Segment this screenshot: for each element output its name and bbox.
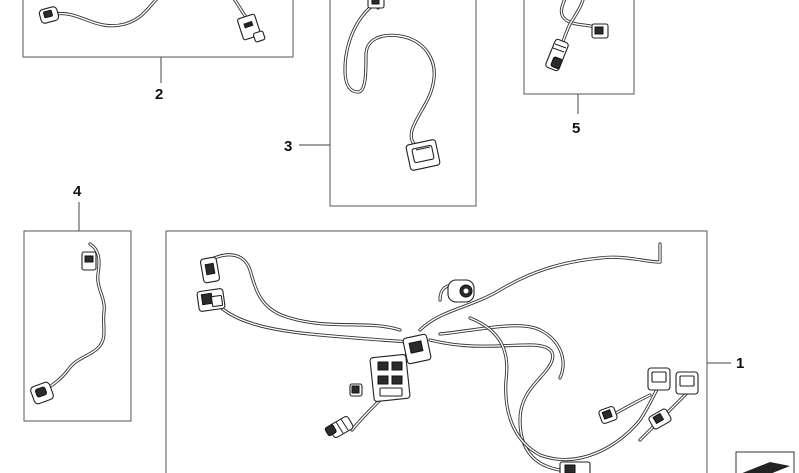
callout-1: 1 [736,355,744,372]
part-3-frame [329,0,477,207]
part-1-connector-right-4 [648,408,672,430]
part-1-connector-top-left [199,256,221,284]
callout-2: 2 [155,86,163,103]
part-2-wire [53,0,250,28]
part-1-connector-right-1 [647,367,671,391]
part-5-plug [545,38,569,72]
part-3-connector-top [367,0,385,9]
callout-5: 5 [572,120,580,137]
parts-catalog-corner-icon [735,451,795,473]
part-3-wire [343,0,436,148]
part-5-frame [523,0,635,95]
part-4-frame [23,230,132,422]
part-1-connector-right-2 [675,371,699,395]
part-1-center-connector [402,333,432,365]
part-1-relay-block [369,353,411,403]
part-1-connector-right-3 [598,405,618,425]
part-1-harness-wires [208,242,692,472]
part-1-small-connector [349,383,363,397]
part-3-connector-bottom [405,139,441,171]
part-1-plug [324,415,354,439]
part-4-wire [46,242,106,390]
part-1-connector-left [196,288,226,312]
part-2-connector-left [38,6,60,24]
part-2-connector-right [237,13,266,43]
part-1-group: 1 [165,230,744,473]
part-1-round-connector [447,279,475,303]
part-1-bottom-connector [559,461,591,473]
part-2-group: 2 [22,0,294,103]
callout-3: 3 [284,138,292,155]
part-1-frame [165,230,708,473]
part-2-frame [22,0,294,58]
part-5-connector-right [591,23,609,39]
callout-4: 4 [73,183,82,200]
part-4-group: 4 [23,183,132,422]
part-4-connector-bottom [30,381,54,405]
part-5-group: 5 [523,0,635,137]
part-4-connector-top [81,251,97,271]
part-3-group: 3 [284,0,477,207]
